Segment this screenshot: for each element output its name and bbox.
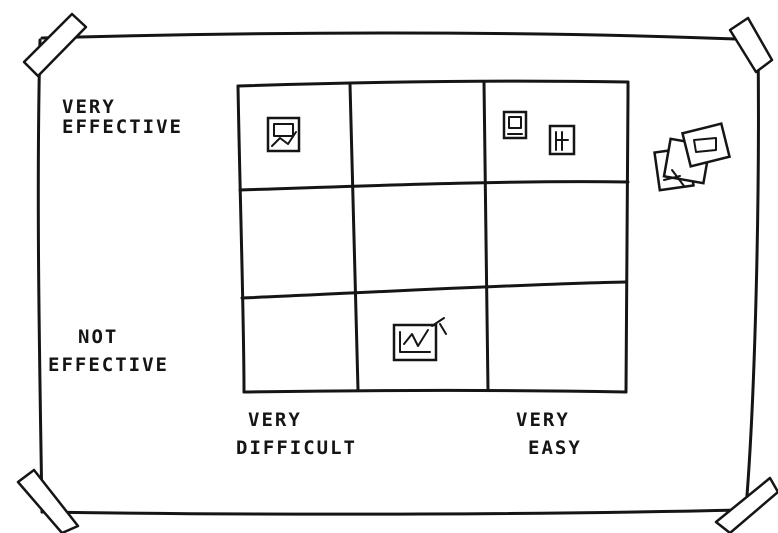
board-frame <box>36 31 762 516</box>
y-axis-bottom-line2: EFFECTIVE <box>48 354 169 376</box>
grid-line <box>242 389 628 394</box>
y-axis-top-line2: EFFECTIVE <box>62 116 183 138</box>
x-axis-right-line2: EASY <box>528 437 582 459</box>
card-stack <box>653 122 732 192</box>
grid-line <box>240 280 628 300</box>
x-axis-left-line2: DIFFICULT <box>236 437 357 459</box>
matrix-grid <box>236 79 630 394</box>
card-top-right-2 <box>548 124 576 156</box>
y-axis-bottom-line1: NOT <box>78 326 119 348</box>
grid-line <box>236 79 630 88</box>
grid-line <box>348 82 360 392</box>
card-top-right-1 <box>502 110 528 140</box>
tape-bottom-right <box>714 476 778 533</box>
card-bottom-middle <box>392 317 447 362</box>
x-axis-left-line1: VERY <box>248 409 302 431</box>
card-top-left <box>266 116 301 153</box>
grid-line <box>482 80 490 392</box>
tape-top-left <box>22 12 88 78</box>
tape-top-right <box>728 16 774 74</box>
grid-line <box>236 84 246 394</box>
y-axis-top-line1: VERY <box>62 96 116 118</box>
y-axis-bottom-label: NOT EFFECTIVE <box>48 327 169 375</box>
x-axis-left-label: VERY DIFFICULT <box>236 410 357 458</box>
x-axis-right-line1: VERY <box>516 409 570 431</box>
grid-line <box>624 80 630 394</box>
y-axis-top-label: VERY EFFECTIVE <box>62 97 183 137</box>
x-axis-right-label: VERY EASY <box>500 410 582 458</box>
tape-bottom-left <box>16 468 80 533</box>
grid-line <box>238 180 630 192</box>
